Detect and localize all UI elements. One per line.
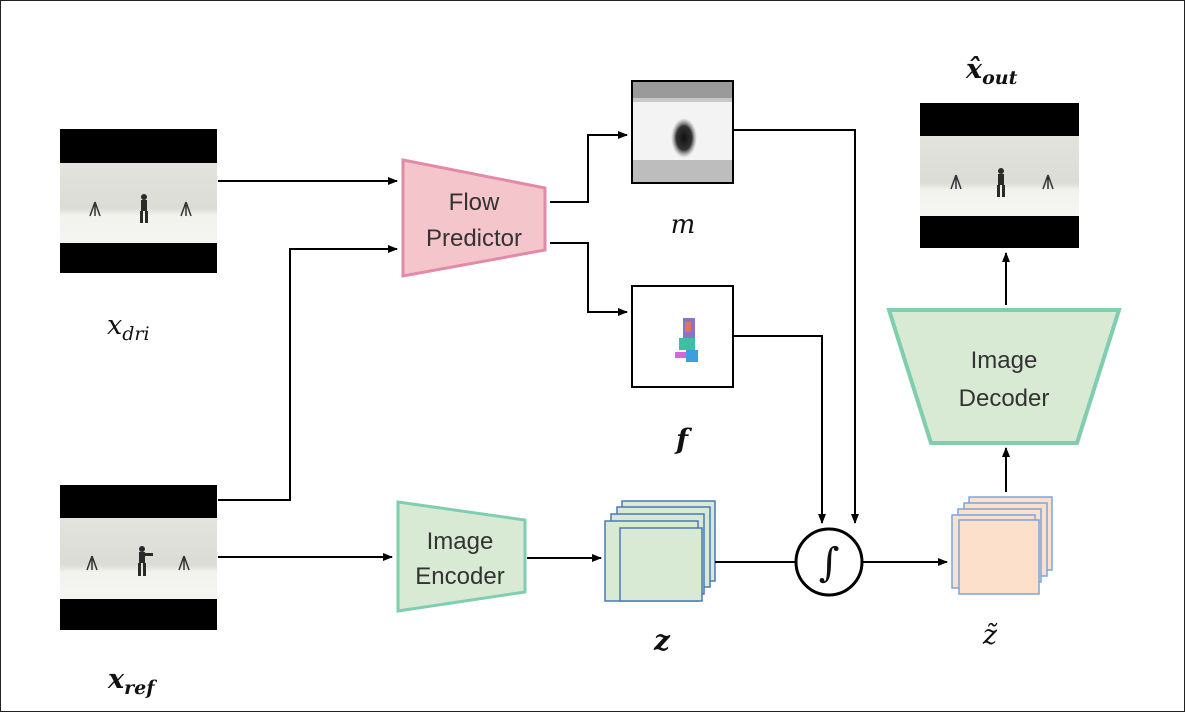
label-z: z (653, 624, 671, 657)
image-encoder-label-line2: Encoder (415, 563, 504, 590)
label-x-ref: xref (107, 664, 157, 699)
z-tilde-feature-stack (951, 496, 1053, 595)
x-dri-image (60, 129, 217, 273)
image-decoder-module: Image Decoder (886, 308, 1122, 445)
label-x-dri: xdri (107, 310, 150, 345)
image-encoder-label-line1: Image (427, 528, 494, 555)
label-f: f (674, 423, 693, 456)
arrow-f-to-integral (734, 335, 826, 524)
z-feature-stack (604, 500, 716, 602)
x-out-image (920, 103, 1079, 248)
arrow-xref-to-flow (218, 245, 398, 501)
connections (218, 129, 1010, 566)
flow-predictor-label-line1: Flow (449, 189, 500, 216)
flow-f-image (631, 285, 734, 388)
integral-icon: ∫ (819, 540, 840, 586)
arrow-flow-to-m (550, 131, 628, 203)
arrow-m-to-integral (734, 129, 859, 524)
x-ref-image (60, 485, 217, 630)
image-decoder-label-line2: Decoder (959, 385, 1050, 412)
arrow-flow-to-f (550, 242, 628, 316)
label-z-tilde: z̃ (982, 620, 998, 651)
flow-predictor-module: Flow Predictor (401, 158, 547, 278)
flow-predictor-label-line2: Predictor (426, 225, 522, 252)
label-x-out: x̂out (965, 54, 1018, 89)
integration-operator: ∫ (794, 527, 864, 597)
image-encoder-module: Image Encoder (396, 500, 527, 613)
label-m: m (671, 210, 696, 240)
image-decoder-label-line1: Image (971, 347, 1038, 374)
mask-m-image (631, 80, 734, 184)
